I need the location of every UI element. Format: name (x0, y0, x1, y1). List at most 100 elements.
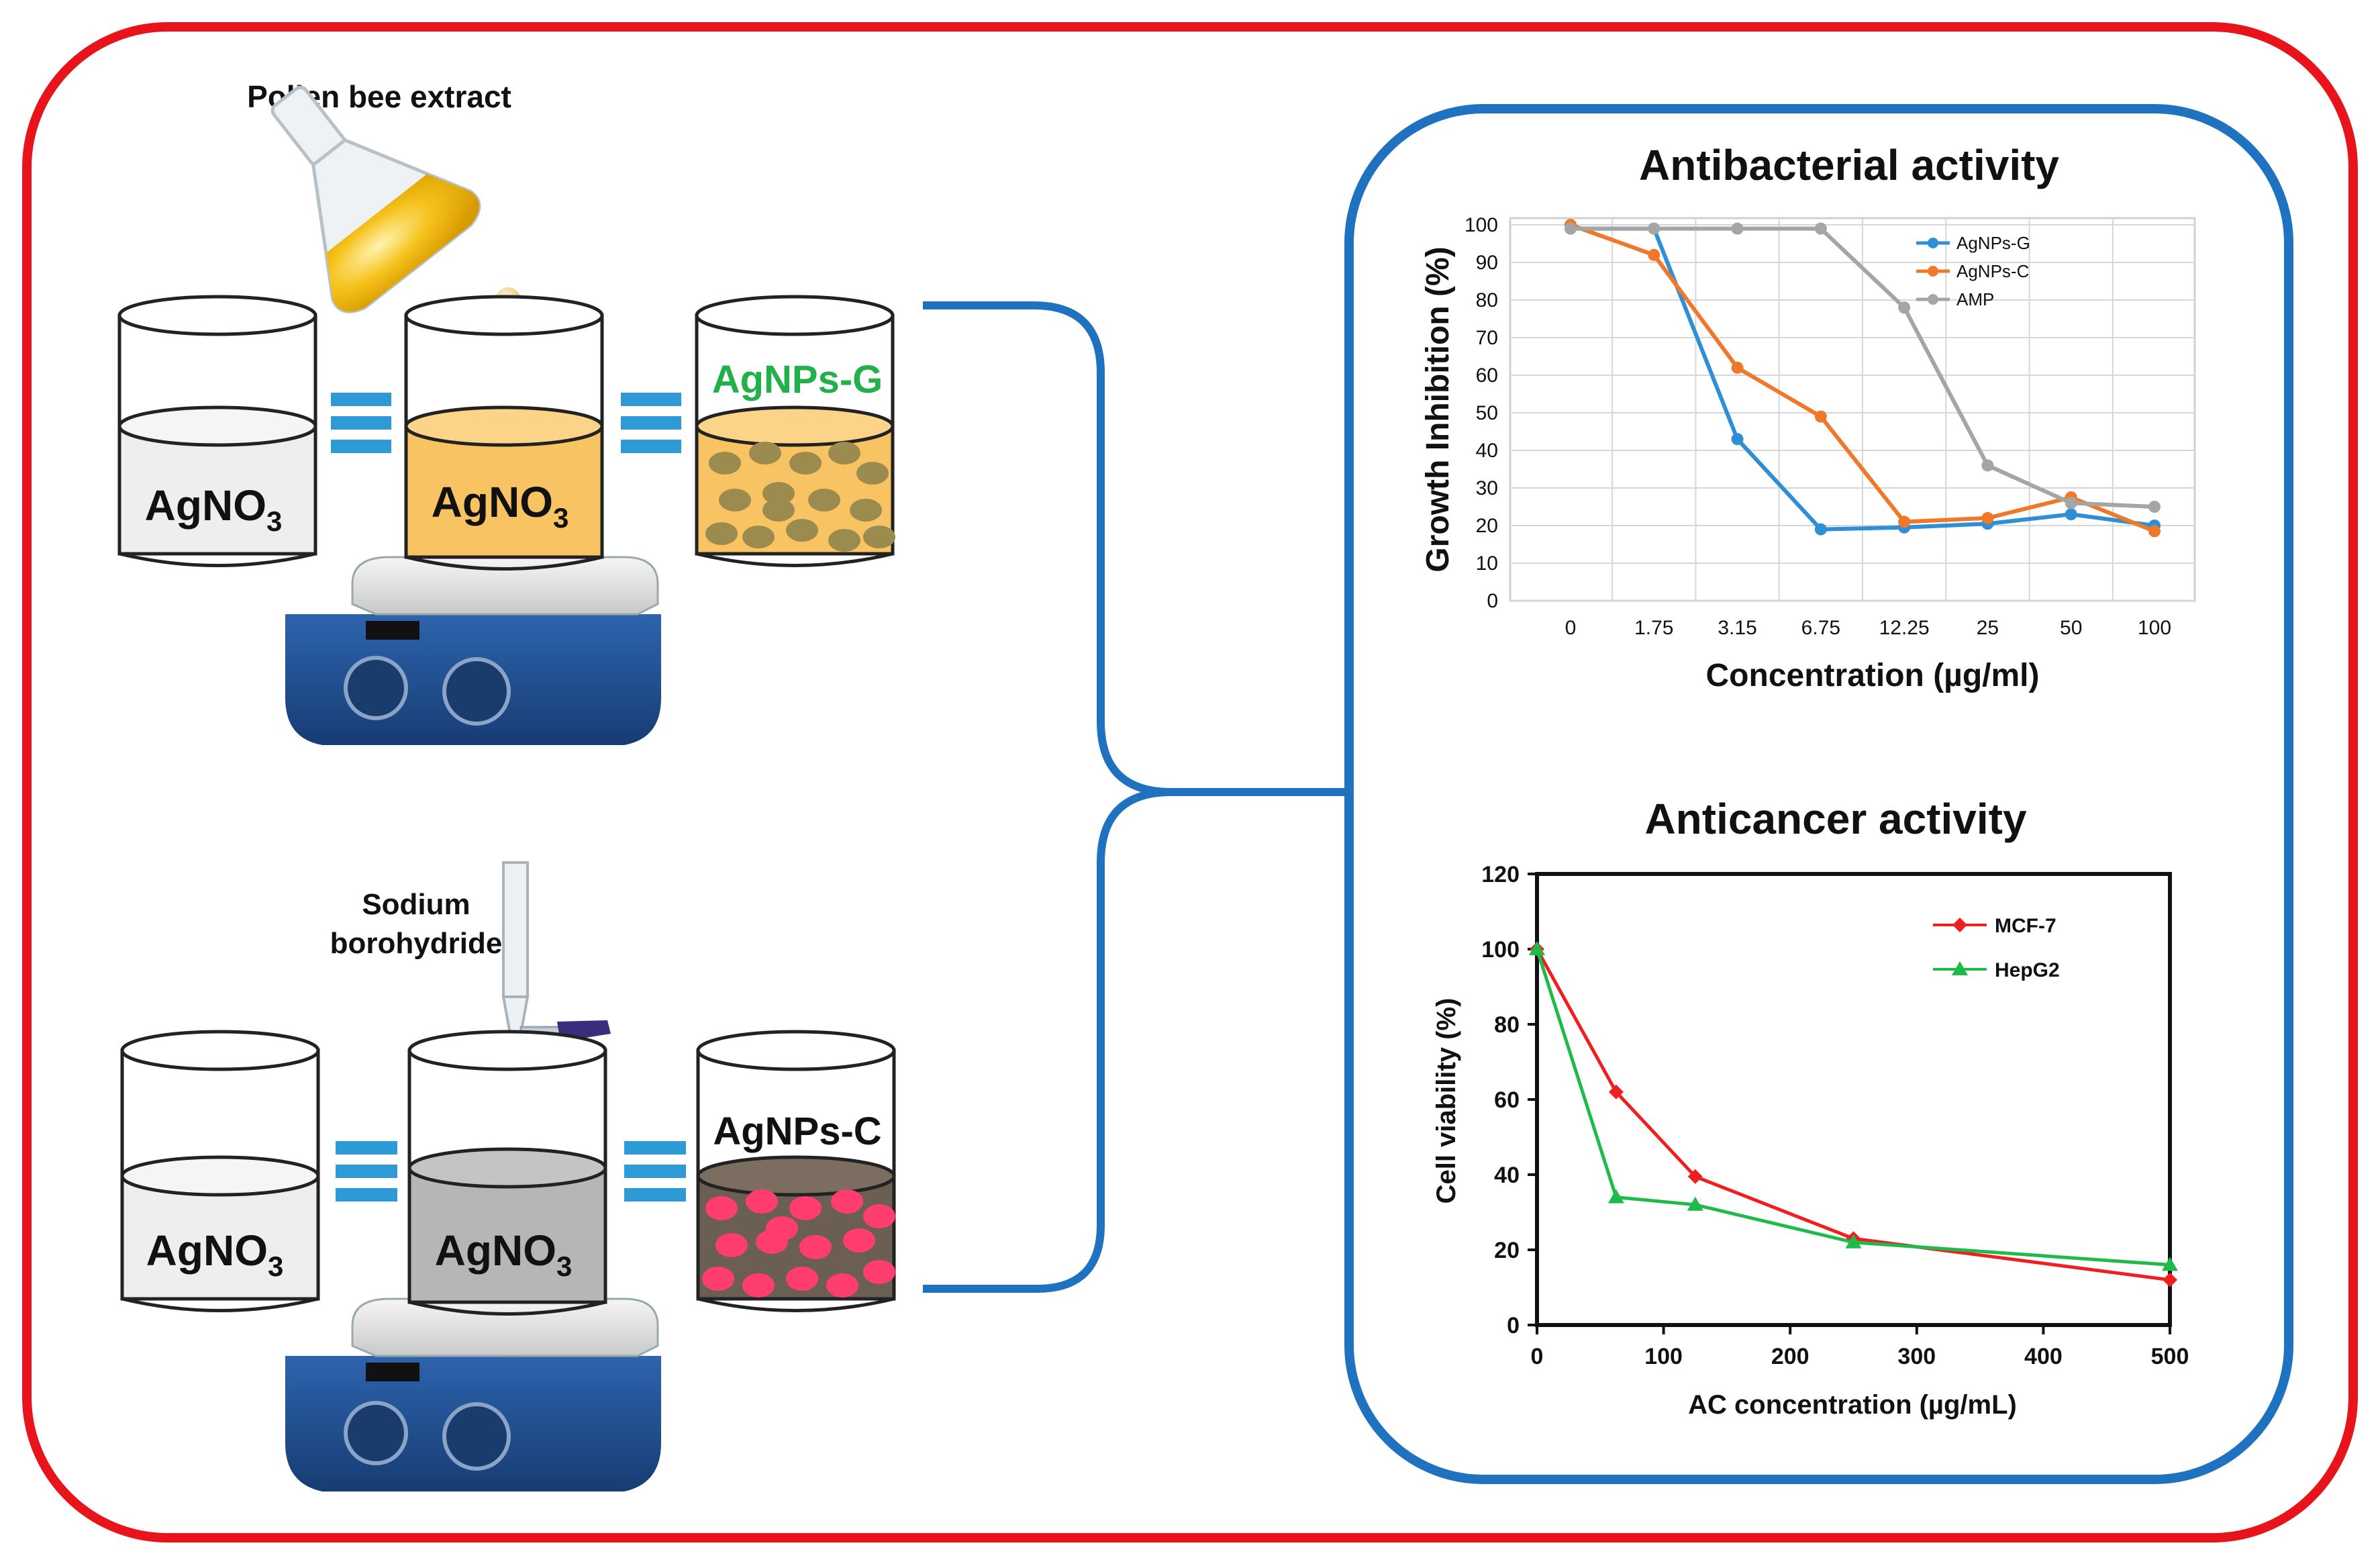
nanoparticle (843, 1228, 875, 1253)
nanoparticle (749, 442, 781, 464)
nanoparticle (856, 462, 889, 485)
y-tick-label: 40 (1494, 1163, 1520, 1188)
legend-label: AgNPs-C (1956, 261, 2029, 281)
plot-area (1509, 217, 2196, 602)
data-point (1898, 301, 1911, 314)
results-frame (1344, 104, 2293, 1484)
svg-text:AgNO3: AgNO3 (145, 481, 283, 537)
beaker-agnps-c: AgNPs-C (696, 1030, 896, 1312)
y-tick-label: 90 (1476, 252, 1498, 274)
nanoparticle (863, 1204, 895, 1228)
equals-sign (624, 1141, 686, 1202)
legend-label: AgNPs-G (1956, 233, 2030, 253)
agno3-subscript: 3 (556, 1251, 572, 1282)
data-point (2148, 501, 2161, 513)
nanoparticle (863, 526, 895, 548)
data-point (1814, 523, 1827, 536)
x-tick-label: 100 (2138, 617, 2171, 639)
nanoparticle (762, 482, 795, 505)
legend-marker (1928, 238, 1938, 248)
y-tick-label: 70 (1476, 327, 1498, 349)
nanoparticle (742, 1273, 775, 1297)
data-point (1565, 222, 1577, 235)
data-point (1981, 511, 1994, 524)
agno3-label: AgNO (146, 1226, 268, 1275)
data-point (1814, 222, 1827, 235)
agnps-g-label: AgNPs-G (712, 358, 883, 401)
x-tick-label: 400 (2024, 1344, 2063, 1369)
y-tick-label: 60 (1494, 1087, 1520, 1113)
flask-icon (270, 85, 481, 313)
nanoparticle (719, 489, 751, 511)
legend-marker (1928, 266, 1938, 277)
y-tick-label: 0 (1507, 1313, 1520, 1338)
magnetic-stirrer-icon (285, 556, 661, 745)
x-tick-label: 3.15 (1718, 617, 1756, 639)
data-point (2065, 497, 2077, 509)
data-point (1952, 918, 1967, 932)
data-point (1607, 1189, 1624, 1204)
plot-area (1535, 872, 2172, 1327)
x-tick-label: 12.25 (1879, 617, 1930, 639)
nanoparticle (828, 529, 860, 552)
y-tick-label: 50 (1476, 402, 1498, 424)
sodium-borohydride-label: Sodium (362, 888, 470, 921)
y-axis-label: Growth Inhibition (%) (1420, 246, 1456, 572)
nanoparticle (828, 442, 860, 464)
nanoparticle (702, 1267, 734, 1291)
x-tick-label: 500 (2151, 1344, 2189, 1369)
nanoparticle (705, 522, 738, 545)
agno3-subscript: 3 (553, 502, 568, 534)
nanoparticle (863, 1260, 895, 1284)
x-tick-label: 200 (1771, 1344, 1809, 1369)
x-axis-label: Concentration (µg/ml) (1706, 658, 2040, 693)
x-tick-label: 1.75 (1634, 617, 1673, 639)
series-line (1571, 226, 2155, 532)
nanoparticle (850, 499, 882, 522)
series-line (1569, 223, 2156, 534)
nanoparticle (705, 1196, 738, 1220)
nanoparticle (789, 452, 822, 475)
legend-marker (1928, 294, 1938, 305)
antibacterial-chart: Antibacterial activity 01020304050607080… (1420, 141, 2196, 693)
y-tick-label: 30 (1476, 477, 1498, 499)
agno3-label: AgNO (435, 1226, 556, 1275)
x-tick-label: 6.75 (1801, 617, 1840, 639)
legend-label: MCF-7 (1995, 915, 2056, 937)
beaker-agno3-top-1: AgNO3 (117, 295, 317, 567)
nanoparticle (709, 452, 741, 475)
equals-sign (336, 1141, 397, 1202)
y-tick-label: 100 (1465, 214, 1498, 236)
nanoparticle (786, 1267, 818, 1291)
data-point (1529, 941, 1545, 955)
nanoparticles-olive (705, 442, 895, 552)
equals-sign (621, 393, 681, 453)
x-tick-label: 0 (1565, 617, 1577, 639)
y-tick-label: 20 (1494, 1238, 1520, 1263)
data-point (1952, 961, 1968, 975)
svg-text:AgNO3: AgNO3 (146, 1226, 284, 1282)
beaker-agno3-bottom-1: AgNO3 (120, 1030, 320, 1312)
beaker-agno3-top-2: AgNO3 (404, 295, 604, 571)
y-tick-label: 20 (1476, 515, 1498, 537)
data-point (1845, 1234, 1862, 1248)
nanoparticle (826, 1273, 858, 1297)
x-axis-label: AC concentration (µg/mL) (1688, 1390, 2017, 1420)
y-tick-label: 0 (1487, 590, 1498, 612)
data-point (1981, 459, 1994, 472)
y-tick-label: 100 (1481, 937, 1520, 963)
nanoparticle (831, 1189, 863, 1214)
nanoparticle (715, 1233, 748, 1257)
svg-text:AgNO3: AgNO3 (432, 478, 569, 534)
agnps-c-label: AgNPs-C (713, 1110, 881, 1153)
data-point (2065, 508, 2077, 521)
y-tick-label: 80 (1494, 1012, 1520, 1038)
legend-label: HepG2 (1995, 959, 2060, 981)
nanoparticle (808, 489, 840, 511)
x-tick-label: 0 (1531, 1344, 1544, 1369)
nanoparticle (742, 526, 775, 548)
nanoparticles-pink (702, 1189, 895, 1297)
y-tick-label: 80 (1476, 289, 1498, 311)
